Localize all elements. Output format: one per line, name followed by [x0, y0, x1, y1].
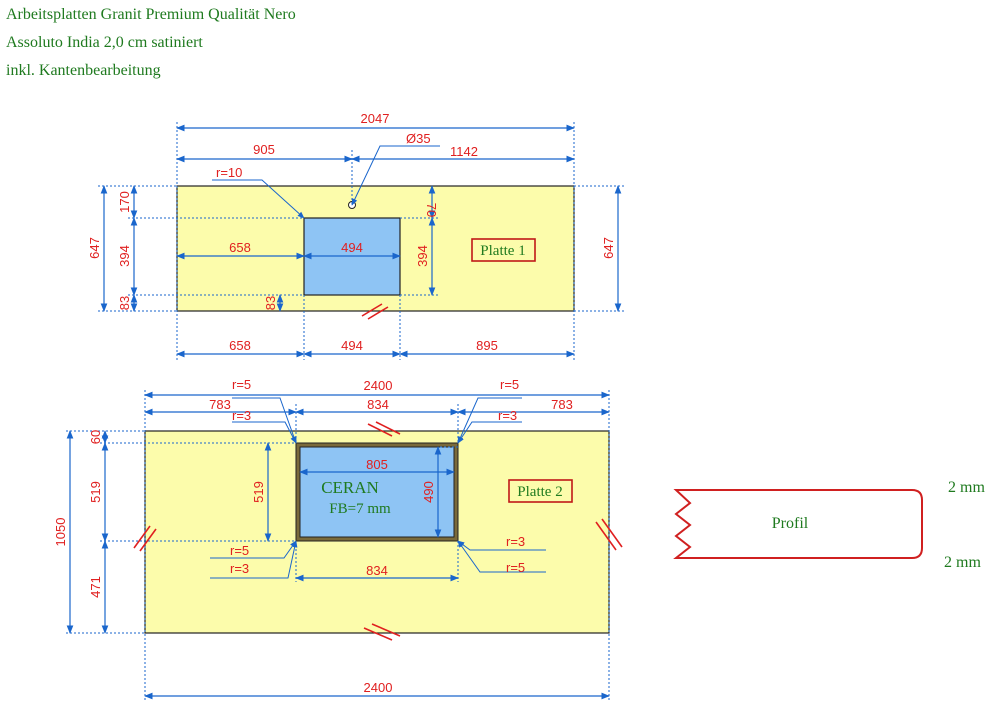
plate-1-bottom-cutout: 494: [341, 338, 363, 353]
plate-1-right-top-offset: 70: [424, 203, 439, 217]
plate-2-width-total-top: 2400: [364, 378, 393, 393]
plate-2-edge-mark-left: [133, 525, 157, 552]
cooktop-depth: FB=7 mm: [329, 501, 391, 517]
plate-1-hole-to-right: 1142: [450, 144, 478, 159]
plate-1-label: Platte 1: [480, 243, 525, 259]
plate-2-cutout-inner-width: 805: [366, 457, 388, 472]
plate-2-label: Platte 2: [517, 484, 562, 500]
plate-2-label-box: [508, 479, 573, 503]
plate-2-radius-top-left-outer: r=5: [232, 377, 251, 392]
plate-1-cutout-width: 494: [341, 240, 363, 255]
plate-1: 2047 905 1142 Ø35 r=10 658 494 658 494 8…: [87, 111, 624, 360]
plate-2-inner-cutout-height-right: 490: [421, 481, 436, 503]
plate-1-label-box: [471, 238, 536, 262]
header-line-2: Assoluto India 2,0 cm satiniert: [6, 34, 203, 51]
plate-2-radius-top-left-inner: r=3: [232, 408, 251, 423]
edge-profile-top-dim: 2 mm: [948, 479, 985, 496]
plate-2-left-offset: 783: [209, 397, 231, 412]
plate-1-edge-mark: [361, 303, 389, 320]
plate-2-top-offset: 60: [88, 430, 103, 444]
plate-2-radius-bottom-left-inner: r=3: [230, 561, 249, 576]
plate-1-cutout-left: 658: [229, 240, 251, 255]
plate-2-right-offset: 783: [551, 397, 573, 412]
plate-1-height-total-right: 647: [601, 237, 616, 259]
plate-1-bottom-offset: 83: [117, 296, 132, 310]
plate-2-cutout-bottom-width: 834: [366, 563, 388, 578]
cooktop-label: CERAN: [321, 478, 379, 497]
plate-2-radius-top-right-inner: r=3: [498, 408, 517, 423]
plate-2-width-total-bottom: 2400: [364, 680, 393, 695]
edge-profile-bottom-dim: 2 mm: [944, 554, 981, 571]
plate-2-radius-bottom-right-outer: r=5: [506, 560, 525, 575]
plate-2-radius-top-right-outer: r=5: [500, 377, 519, 392]
edge-profile-label: Profil: [772, 515, 809, 532]
plate-2-bottom-offset: 471: [88, 576, 103, 598]
edge-profile-shape: [673, 489, 923, 559]
plate-1-left-to-hole: 905: [253, 142, 275, 157]
plate-1-width-total: 2047: [361, 111, 390, 126]
plate-2-radius-bottom-left-outer: r=5: [230, 543, 249, 558]
plate-1-right-cutout-height: 394: [415, 245, 430, 267]
plate-2: 2400 783 834 783 r=5 r=3 r=5 r=3 805 r=5…: [53, 377, 623, 702]
plate-1-height-total-left: 647: [87, 237, 102, 259]
plate-2-height-total: 1050: [53, 518, 68, 547]
plate-2-cutout-top-width: 834: [367, 397, 389, 412]
plate-1-corner-radius: r=10: [216, 165, 242, 180]
plate-2-edge-mark-bottom: [363, 623, 401, 641]
plate-2-inner-cutout-height: 519: [251, 481, 266, 503]
plate-1-cutout-height: 394: [117, 245, 132, 267]
plate-1-bottom-right: 895: [476, 338, 498, 353]
plate-2-cutout-height: 519: [88, 481, 103, 503]
plate-1-right-bottom-offset: 83: [263, 296, 278, 310]
edge-profile: Profil 2 mm 2 mm: [673, 479, 985, 571]
plate-1-hole-diameter: Ø35: [406, 131, 431, 146]
plate-1-bottom-left: 658: [229, 338, 251, 353]
plate-2-edge-mark-top: [367, 421, 401, 437]
plate-1-top-offset: 170: [117, 191, 132, 213]
plate-2-radius-bottom-right-inner: r=3: [506, 534, 525, 549]
header-line-1: Arbeitsplatten Granit Premium Qualität N…: [6, 6, 296, 23]
plate-2-edge-mark-right: [595, 518, 623, 551]
plate-2-cooktop-glass: [299, 446, 455, 538]
header-line-3: inkl. Kantenbearbeitung: [6, 62, 161, 79]
